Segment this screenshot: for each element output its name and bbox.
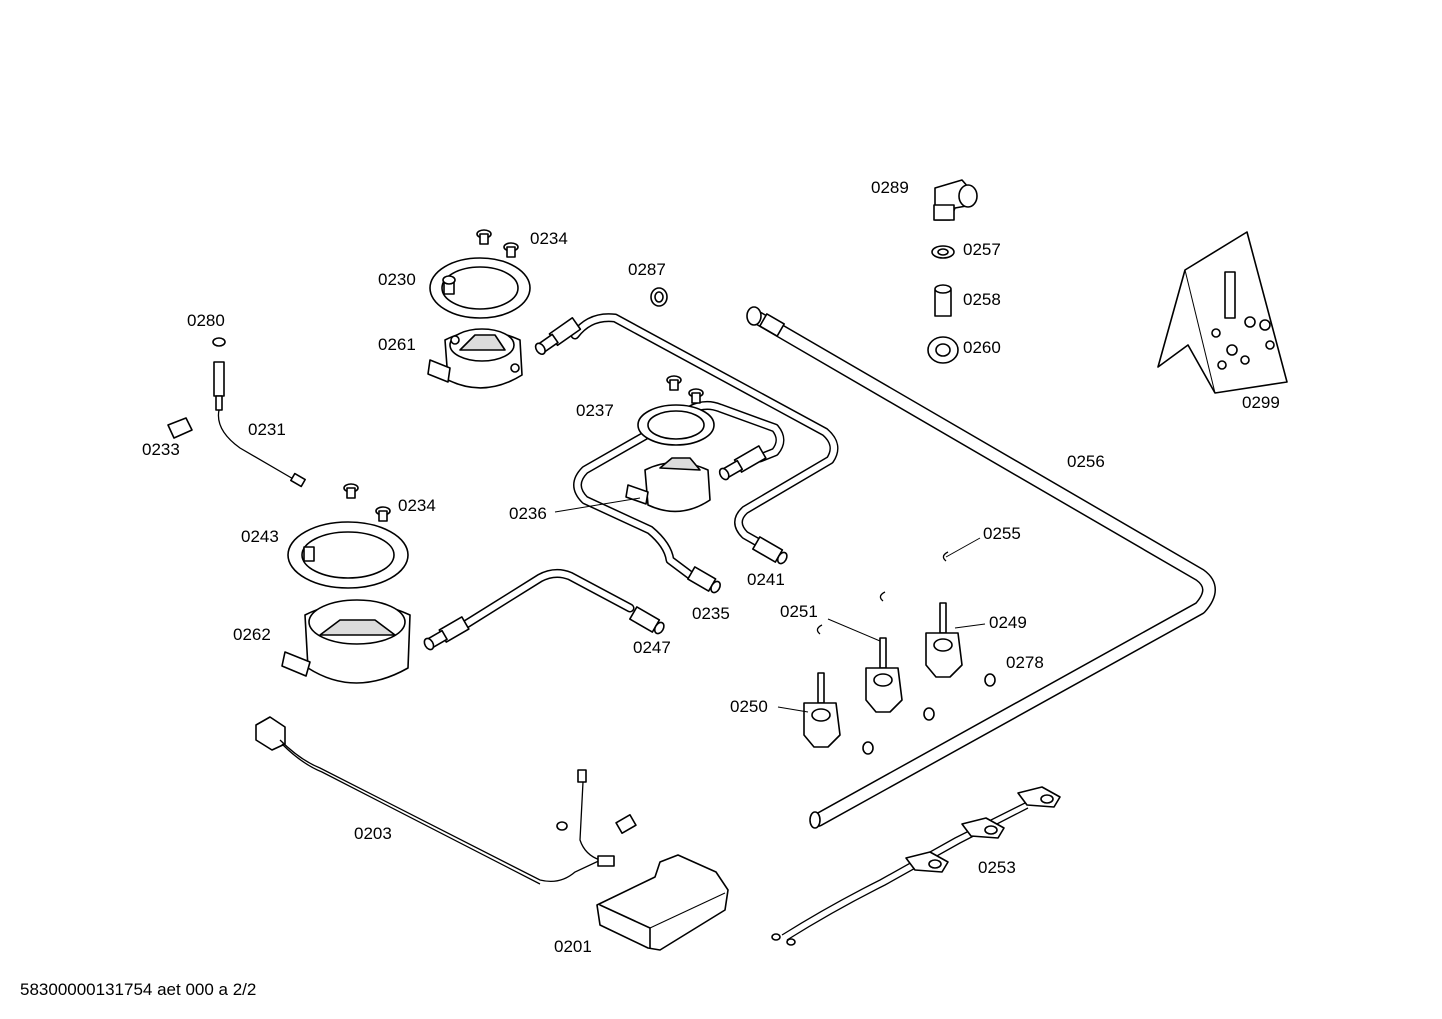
label-0287: 0287 — [628, 260, 666, 279]
label-0201: 0201 — [554, 937, 592, 956]
label-0243: 0243 — [241, 527, 279, 546]
label-0262: 0262 — [233, 625, 271, 644]
label-0289: 0289 — [871, 178, 909, 197]
label-0280: 0280 — [187, 311, 225, 330]
label-0249: 0249 — [989, 613, 1027, 632]
label-0261: 0261 — [378, 335, 416, 354]
pipe-fittings — [423, 316, 788, 651]
burner-top — [427, 257, 531, 389]
label-0250: 0250 — [730, 697, 768, 716]
valve-0249 — [925, 602, 963, 678]
label-0236: 0236 — [509, 504, 547, 523]
label-0299: 0299 — [1242, 393, 1280, 412]
burner-large — [281, 483, 411, 684]
parts-kit-0299 — [1157, 231, 1288, 394]
pipe-0247 — [455, 568, 635, 633]
spark-generator-0201 — [596, 854, 729, 951]
washer-0287 — [650, 287, 668, 307]
part-labels: 0289 0257 0258 0260 0299 0234 0230 0287 … — [142, 178, 1280, 956]
label-0251: 0251 — [780, 602, 818, 621]
label-0256: 0256 — [1067, 452, 1105, 471]
small-washers — [816, 551, 996, 755]
wiring-harness-0203 — [255, 716, 637, 885]
label-0234-top: 0234 — [530, 229, 568, 248]
leader-lines — [554, 497, 986, 713]
label-0257: 0257 — [963, 240, 1001, 259]
pipe-0235 — [573, 400, 785, 580]
label-0203: 0203 — [354, 824, 392, 843]
label-0237: 0237 — [576, 401, 614, 420]
label-0230: 0230 — [378, 270, 416, 289]
gas-connector-set — [927, 179, 978, 364]
label-0231: 0231 — [248, 420, 286, 439]
label-0233: 0233 — [142, 440, 180, 459]
label-0255: 0255 — [983, 524, 1021, 543]
screw-0234-top — [476, 229, 519, 258]
label-0234-bottom: 0234 — [398, 496, 436, 515]
burner-middle — [625, 375, 715, 513]
pipe-0241 — [570, 313, 839, 557]
label-0258: 0258 — [963, 290, 1001, 309]
label-0253: 0253 — [978, 858, 1016, 877]
valve-0251 — [865, 637, 903, 713]
label-0278: 0278 — [1006, 653, 1044, 672]
drawing-reference-footer: 58300000131754 aet 000 a 2/2 — [20, 980, 257, 999]
switch-harness-0253 — [771, 786, 1061, 946]
label-0235: 0235 — [692, 604, 730, 623]
label-0241: 0241 — [747, 570, 785, 589]
valve-0250 — [803, 672, 841, 748]
ignition-electrode — [167, 337, 306, 488]
label-0247: 0247 — [633, 638, 671, 657]
gas-tube-0256 — [746, 306, 1216, 829]
label-0260: 0260 — [963, 338, 1001, 357]
